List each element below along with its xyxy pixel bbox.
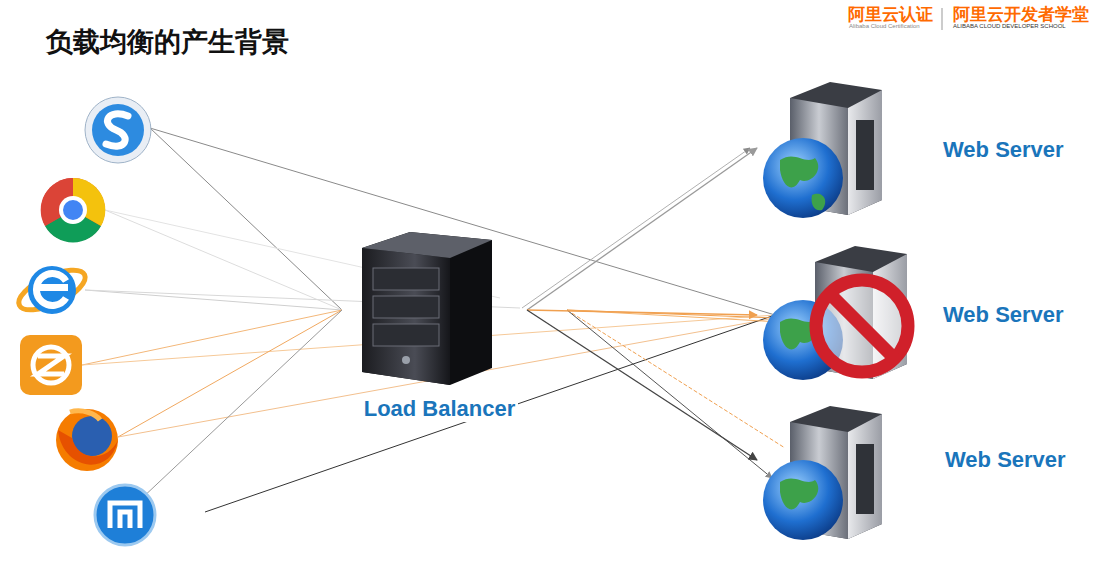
web-server-icon bbox=[763, 82, 882, 218]
connector-arrow bbox=[527, 310, 757, 315]
maxthon-icon bbox=[95, 485, 155, 545]
server-label: Web Server bbox=[940, 302, 1067, 328]
chrome-icon bbox=[41, 178, 106, 243]
server-label: Web Server bbox=[942, 447, 1069, 473]
server-label: Web Server bbox=[940, 137, 1067, 163]
load-balancer-server bbox=[362, 232, 492, 385]
web-server-node: Web Server bbox=[757, 75, 1073, 223]
logo-subtext: Alibaba Cloud Certification bbox=[849, 23, 920, 29]
ie-icon bbox=[13, 262, 90, 318]
logo-subtext: ALIBABA CLOUD DEVELOPER SCHOOL bbox=[953, 23, 1066, 29]
web-server-icon bbox=[763, 406, 882, 540]
prohibited-sign bbox=[816, 280, 908, 372]
logo-text: 阿里云开发者学堂 bbox=[953, 3, 1089, 26]
web-server-node: Web Server bbox=[757, 402, 1075, 550]
firefox-icon bbox=[56, 409, 118, 471]
balancer-label: Load Balancer bbox=[361, 396, 519, 422]
web-server-node: Web Server bbox=[757, 240, 1073, 388]
connector-arrow bbox=[527, 310, 757, 460]
orange-app-icon bbox=[20, 335, 82, 395]
load-balancer-node: Load Balancer bbox=[352, 222, 527, 427]
web-server-icon bbox=[763, 246, 908, 380]
slide-title: 负载均衡的产生背景 bbox=[46, 24, 289, 60]
connector-arrow bbox=[527, 148, 757, 310]
logo-text: 阿里云认证 bbox=[848, 3, 933, 26]
logo-separator bbox=[942, 8, 943, 30]
sogou-icon bbox=[85, 97, 151, 163]
